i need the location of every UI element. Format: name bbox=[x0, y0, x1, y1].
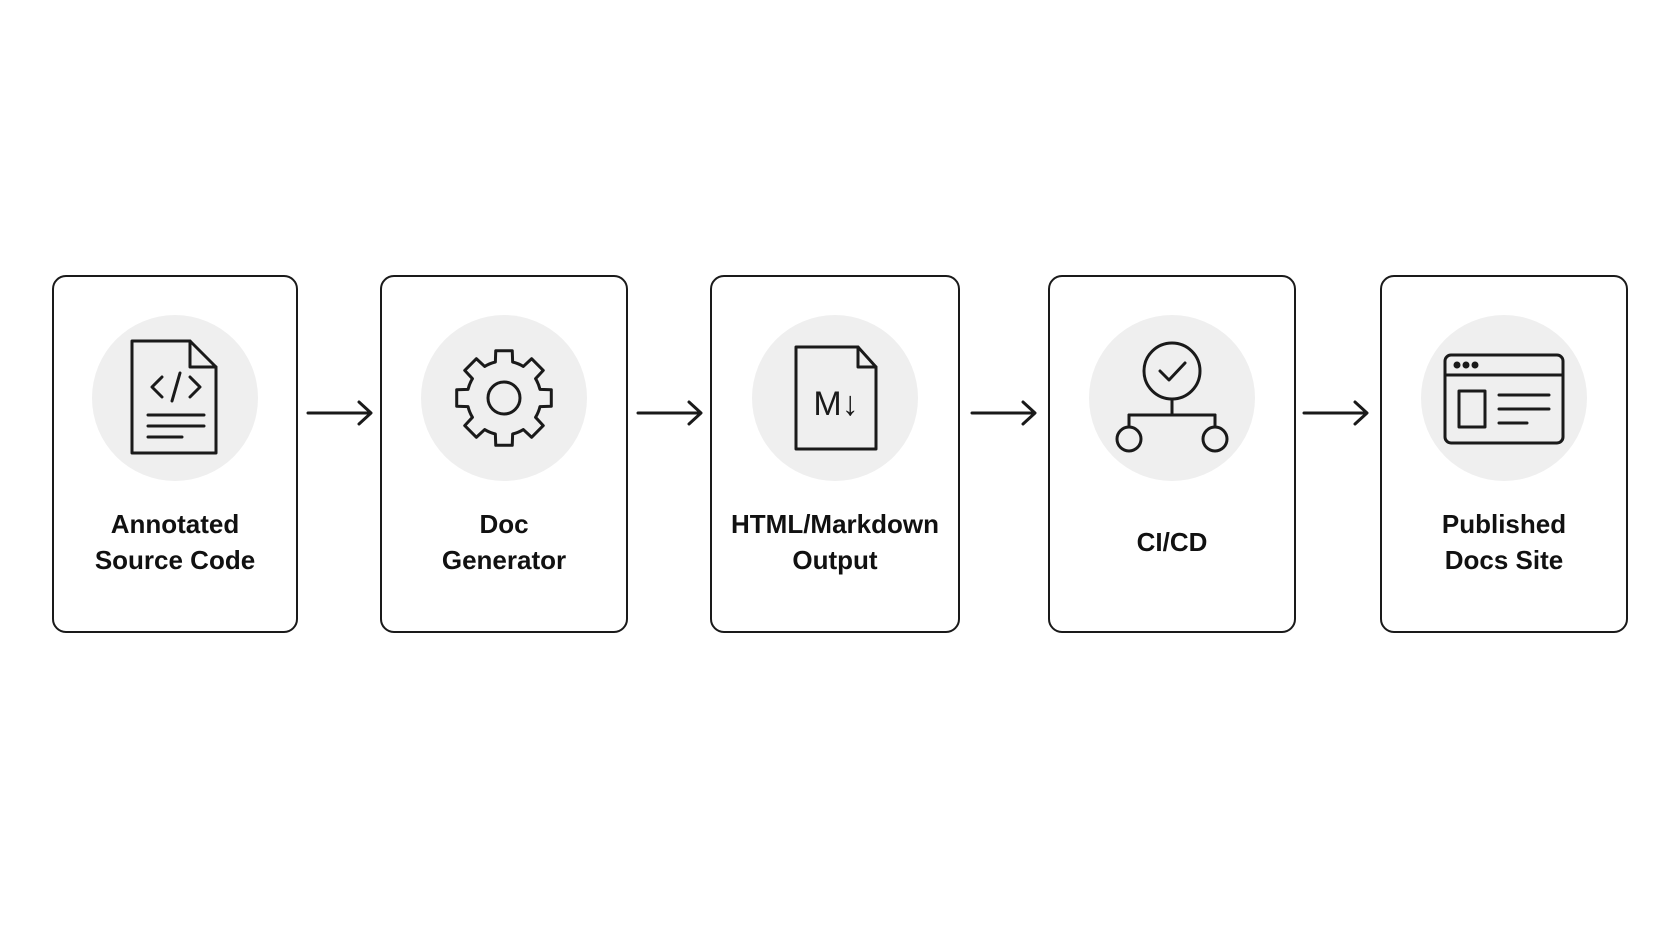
step-card-doc-generator: Doc Generator bbox=[380, 275, 628, 633]
step-card-source-code: Annotated Source Code bbox=[52, 275, 298, 633]
icon-circle bbox=[421, 315, 587, 481]
arrow-right-icon bbox=[306, 400, 373, 426]
arrow-right-icon bbox=[1302, 400, 1369, 426]
icon-circle bbox=[92, 315, 258, 481]
gear-icon bbox=[455, 349, 553, 447]
markdown-mark: M↓ bbox=[813, 385, 858, 423]
step-label: HTML/Markdown Output bbox=[716, 497, 954, 587]
step-label-line: Generator bbox=[441, 545, 567, 575]
icon-circle bbox=[1089, 315, 1255, 481]
arrow-right-icon bbox=[636, 400, 703, 426]
icon-circle bbox=[1421, 315, 1587, 481]
browser-window-icon bbox=[1443, 353, 1565, 445]
step-card-output: M↓ HTML/Markdown Output bbox=[710, 275, 960, 633]
step-label-line: Source Code bbox=[94, 545, 256, 575]
step-label: Published Docs Site bbox=[1386, 497, 1622, 587]
step-card-docs-site: Published Docs Site bbox=[1380, 275, 1628, 633]
step-label-line: Output bbox=[792, 545, 878, 575]
step-label-line: CI/CD bbox=[1136, 527, 1208, 557]
step-label-line: Annotated bbox=[110, 509, 240, 539]
step-label: Annotated Source Code bbox=[58, 497, 292, 587]
step-label-line: Docs Site bbox=[1444, 545, 1564, 575]
step-label-line: Published bbox=[1441, 509, 1567, 539]
code-file-icon bbox=[130, 339, 218, 455]
step-label-line: HTML/Markdown bbox=[731, 509, 939, 539]
markdown-file-icon: M↓ bbox=[794, 345, 878, 451]
step-label: CI/CD bbox=[1054, 497, 1290, 587]
step-label: Doc Generator bbox=[386, 497, 622, 587]
icon-circle: M↓ bbox=[752, 315, 918, 481]
arrow-right-icon bbox=[970, 400, 1037, 426]
step-label-line: Doc bbox=[479, 509, 529, 539]
pipeline-check-icon bbox=[1115, 341, 1229, 453]
step-card-ci-cd: CI/CD bbox=[1048, 275, 1296, 633]
